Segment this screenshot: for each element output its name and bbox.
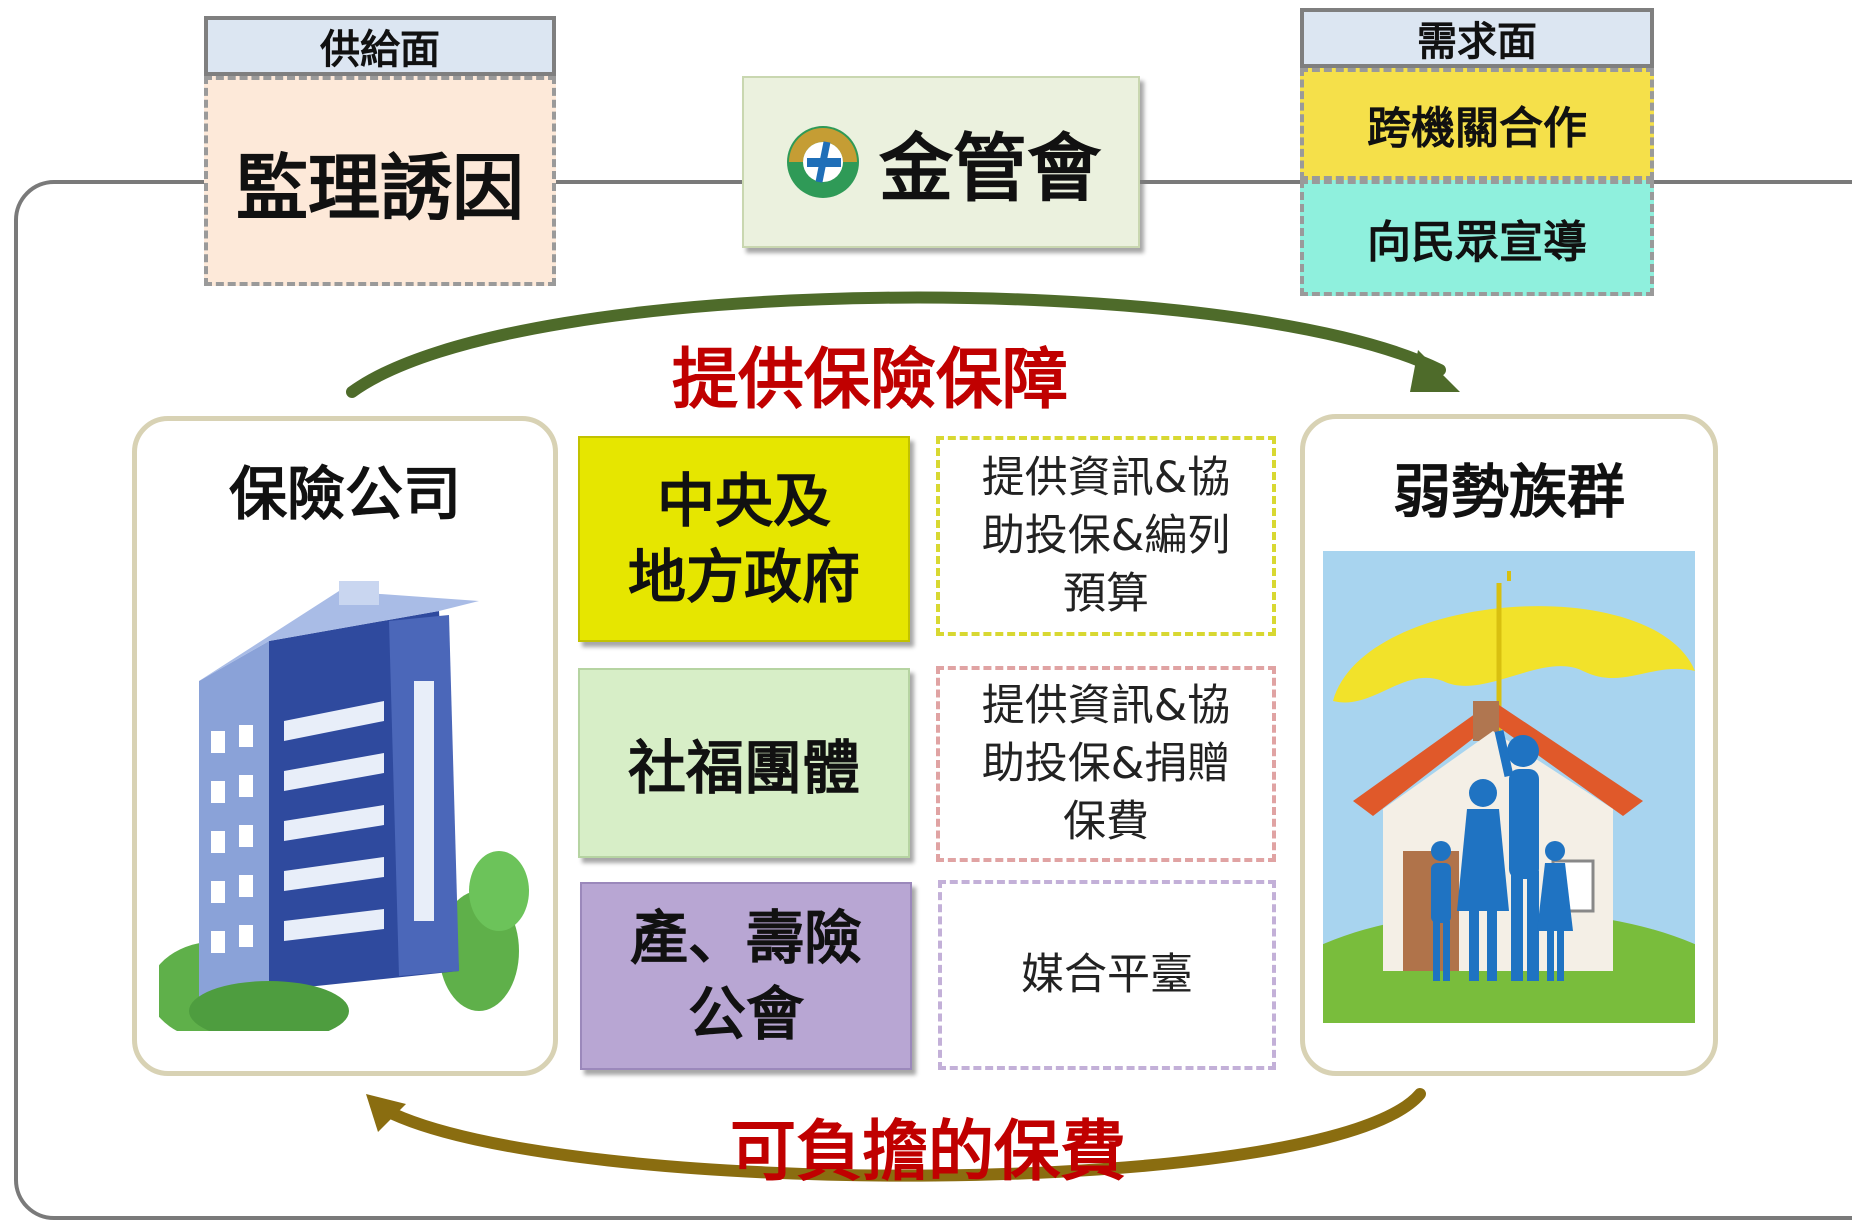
- insurer-panel: 保險公司: [132, 416, 558, 1076]
- demand-tag: 需求面: [1300, 8, 1654, 68]
- family-umbrella-icon: [1323, 551, 1695, 1023]
- actor-associations-line2: 公會: [687, 980, 804, 1048]
- actor-government-line2: 地方政府: [627, 543, 860, 611]
- arrowhead-right-icon: [1410, 350, 1460, 392]
- actor-social-line1: 社福團體: [627, 734, 860, 802]
- note-government-line3: 預算: [1063, 569, 1149, 619]
- insurer-title: 保險公司: [228, 460, 461, 528]
- note-social-line1: 提供資訊&協: [981, 681, 1231, 731]
- center-label: 金管會: [879, 125, 1101, 212]
- vulnerable-title: 弱勢族群: [1392, 458, 1625, 526]
- note-associations-line1: 媒合平臺: [1021, 950, 1193, 1000]
- demand-item-cooperation: 跨機關合作: [1300, 68, 1654, 180]
- note-social: 提供資訊&協 助投保&捐贈 保費: [936, 666, 1276, 862]
- note-associations: 媒合平臺: [938, 880, 1276, 1070]
- note-social-line3: 保費: [1063, 797, 1149, 847]
- note-government: 提供資訊&協 助投保&編列 預算: [936, 436, 1276, 636]
- office-building-icon: [159, 581, 529, 1031]
- top-connectors: [556, 180, 1300, 184]
- demand-item-promotion: 向民眾宣導: [1300, 180, 1654, 296]
- actor-government: 中央及 地方政府: [578, 436, 910, 642]
- fsc-logo-icon: [787, 126, 859, 198]
- note-social-line2: 助投保&捐贈: [981, 739, 1231, 789]
- actor-government-line1: 中央及: [656, 467, 831, 535]
- supply-arrow: [346, 291, 1460, 398]
- supply-tag: 供給面: [204, 16, 556, 76]
- note-government-line2: 助投保&編列: [981, 511, 1231, 561]
- arrowhead-left-icon: [366, 1094, 406, 1132]
- actor-social-groups: 社福團體: [578, 668, 910, 858]
- actor-associations-line1: 產、壽險: [629, 904, 862, 972]
- note-government-line1: 提供資訊&協: [981, 453, 1231, 503]
- vulnerable-panel: 弱勢族群: [1300, 414, 1718, 1076]
- supply-box: 監理誘因: [204, 76, 556, 286]
- center-box: 金管會: [742, 76, 1140, 248]
- arrow-label-premium: 可負擔的保費: [730, 1113, 1126, 1190]
- actor-associations: 產、壽險 公會: [580, 882, 912, 1070]
- arrow-label-coverage: 提供保險保障: [672, 341, 1068, 418]
